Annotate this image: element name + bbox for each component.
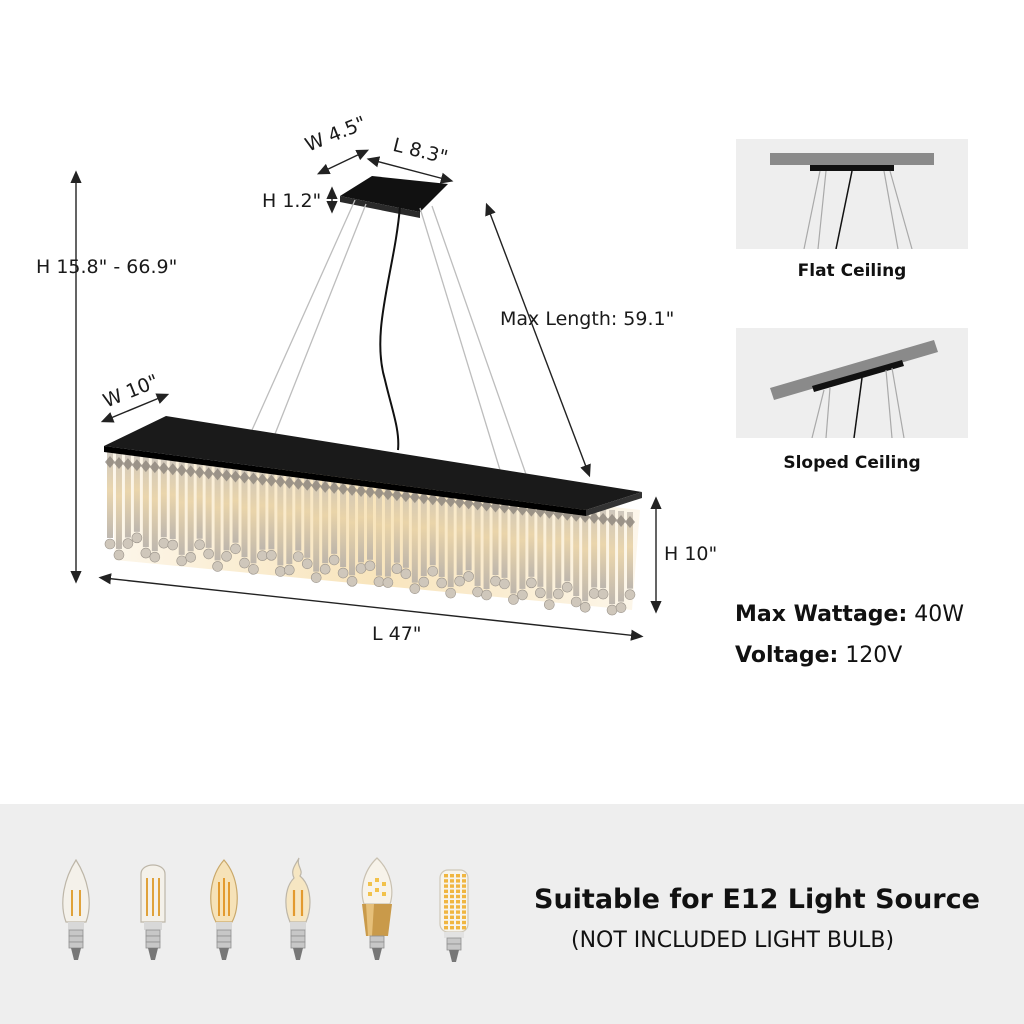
light-source-subline: (NOT INCLUDED LIGHT BULB) [571, 928, 895, 953]
voltage-spec: Voltage: 120V [735, 643, 902, 668]
dimension-arrows [70, 149, 662, 641]
voltage-label: Voltage: [735, 643, 839, 668]
max-wattage-value: 40W [914, 602, 965, 627]
voltage-value: 120V [845, 643, 903, 668]
power-cord [379, 205, 401, 451]
max-length-label: Max Length: 59.1" [500, 308, 675, 330]
flat-ceiling-label: Flat Ceiling [797, 261, 907, 281]
max-wattage-label: Max Wattage: [735, 602, 908, 627]
led-corn-bulb-icon [439, 869, 469, 962]
sloped-ceiling-panel [736, 328, 968, 439]
body-length-label: L 47" [372, 623, 422, 645]
crystal-body [104, 452, 636, 616]
light-source-band [0, 804, 1024, 1024]
sloped-ceiling-icon [770, 340, 938, 439]
overall-height-label: H 15.8" - 66.9" [36, 256, 178, 278]
canopy-height-label: H 1.2" [262, 190, 322, 212]
led-gold-candle-bulb-icon [361, 857, 393, 960]
chandelier-illustration [70, 149, 662, 641]
max-wattage-spec: Max Wattage: 40W [735, 602, 964, 627]
filament-tubular-bulb-icon [140, 864, 166, 960]
filament-candle-bulb-icon [62, 858, 90, 960]
filament-torpedo-bulb-icon [210, 859, 238, 960]
canopy [340, 176, 448, 218]
flat-ceiling-icon [770, 153, 934, 250]
flat-ceiling-panel [736, 139, 968, 250]
sloped-ceiling-label: Sloped Ceiling [783, 453, 921, 473]
frame-top [104, 416, 642, 516]
filament-flame-tip-bulb-icon [285, 857, 311, 960]
body-height-label: H 10" [664, 543, 718, 565]
light-source-headline: Suitable for E12 Light Source [534, 884, 980, 915]
